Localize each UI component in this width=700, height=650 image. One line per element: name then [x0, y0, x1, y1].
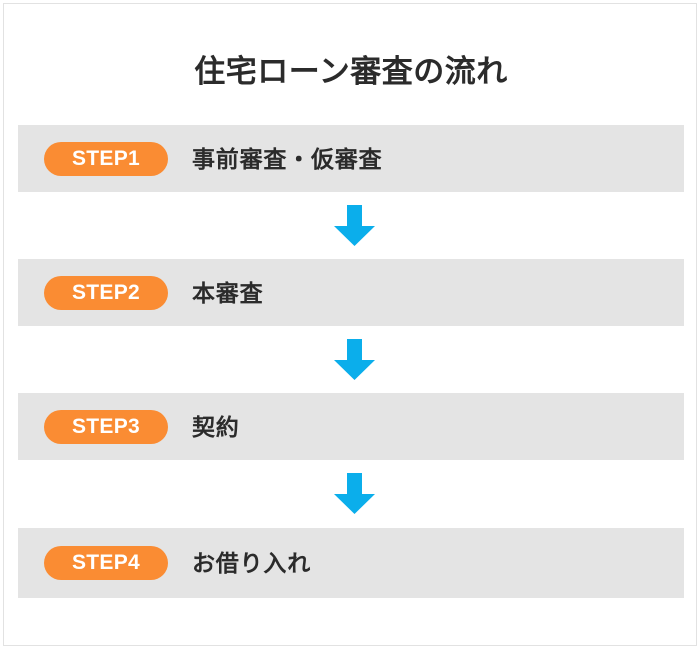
step-label-4: お借り入れ [192, 550, 311, 576]
step-flow-list: STEP1 事前審査・仮審査 STEP2 本審査 STEP3 契約 [18, 125, 684, 598]
step-row: STEP1 事前審査・仮審査 [18, 125, 684, 192]
step-label-3: 契約 [192, 413, 240, 440]
step-label-2: 本審査 [192, 279, 264, 306]
step-connector-2 [18, 326, 684, 393]
step-label-1: 事前審査・仮審査 [192, 145, 383, 172]
step-badge-4: STEP4 [44, 546, 168, 580]
arrow-down-icon [334, 473, 375, 514]
step-badge-1: STEP1 [44, 141, 168, 176]
step-row: STEP4 お借り入れ [18, 528, 684, 598]
page-title: 住宅ローン審査の流れ [194, 54, 508, 89]
arrow-down-icon [334, 339, 375, 380]
step-connector-1 [18, 192, 684, 259]
step-row: STEP2 本審査 [18, 259, 684, 326]
flow-card: 住宅ローン審査の流れ STEP1 事前審査・仮審査 STEP2 本審査 STEP… [3, 3, 697, 646]
step-badge-3: STEP3 [44, 409, 168, 444]
step-row: STEP3 契約 [18, 393, 684, 460]
arrow-down-icon [334, 205, 375, 246]
step-badge-2: STEP2 [44, 275, 168, 310]
step-connector-3 [18, 460, 684, 528]
